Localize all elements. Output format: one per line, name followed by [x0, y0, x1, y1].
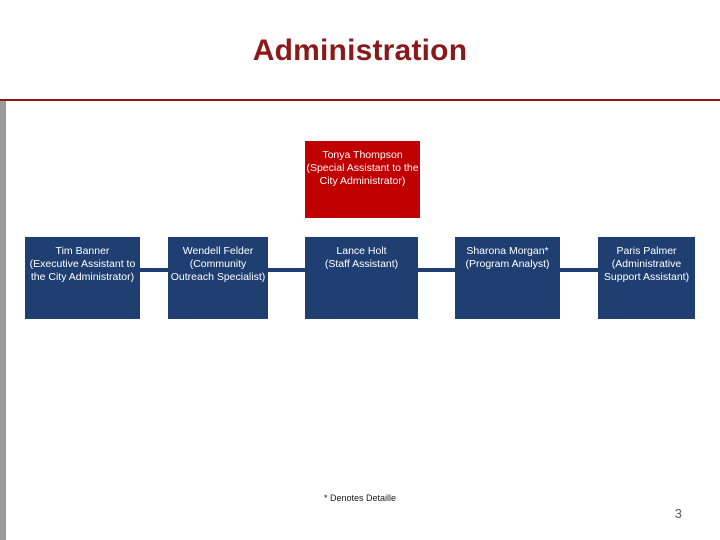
org-node-role: (Administrative Support Assistant)	[603, 258, 690, 283]
org-node-name: Tim Banner	[55, 245, 110, 257]
org-node-child-5[interactable]: Paris Palmer (Administrative Support Ass…	[598, 237, 695, 319]
title-divider	[0, 99, 720, 101]
org-node-child-4[interactable]: Sharona Morgan* (Program Analyst)	[455, 237, 560, 319]
org-node-root[interactable]: Tonya Thompson (Special Assistant to the…	[305, 141, 420, 218]
org-node-role: (Program Analyst)	[465, 258, 550, 270]
org-node-role: (Executive Assistant to the City Adminis…	[29, 258, 136, 283]
connector-4-5	[560, 268, 598, 272]
org-node-role: (Community Outreach Specialist)	[170, 258, 266, 283]
org-node-role: (Special Assistant to the City Administr…	[306, 162, 419, 187]
footnote: * Denotes Detaille	[323, 493, 397, 503]
connector-3-4	[418, 268, 455, 272]
org-node-name: Lance Holt	[336, 245, 387, 257]
org-node-child-3[interactable]: Lance Holt (Staff Assistant)	[305, 237, 418, 319]
org-node-name: Wendell Felder	[182, 245, 254, 257]
page-number: 3	[674, 506, 682, 521]
left-accent-bar	[0, 101, 6, 540]
org-node-role: (Staff Assistant)	[324, 258, 399, 270]
connector-1-2	[140, 268, 172, 272]
org-node-child-1[interactable]: Tim Banner (Executive Assistant to the C…	[25, 237, 140, 319]
page-title: Administration	[252, 34, 468, 67]
org-node-name: Paris Palmer	[616, 245, 677, 257]
org-node-name: Sharona Morgan*	[466, 245, 549, 257]
connector-2-3	[268, 268, 305, 272]
org-node-name: Tonya Thompson	[322, 149, 403, 161]
org-node-child-2[interactable]: Wendell Felder (Community Outreach Speci…	[168, 237, 268, 319]
